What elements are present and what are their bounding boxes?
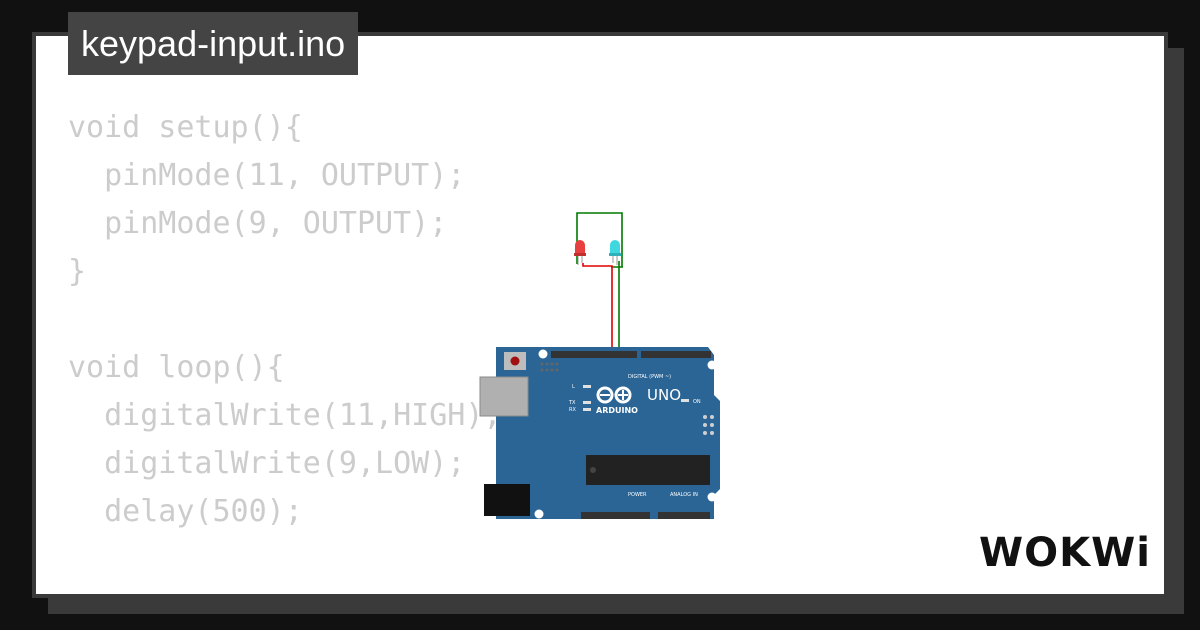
led-red[interactable] <box>574 240 586 265</box>
on-label: ON <box>693 399 701 405</box>
arduino-logo-icon <box>596 386 632 404</box>
code-line: delay(500); <box>68 494 303 529</box>
reset-button[interactable] <box>504 352 526 370</box>
code-line: void loop(){ <box>68 350 285 385</box>
preview-card: void setup(){ pinMode(11, OUTPUT); pinMo… <box>32 32 1168 598</box>
board-brand: ARDUINO <box>596 406 638 415</box>
power-label: POWER <box>628 492 647 498</box>
brand-name: WOKWi <box>979 530 1151 576</box>
code-line: pinMode(11, OUTPUT); <box>68 158 466 193</box>
analog-header <box>658 512 710 519</box>
code-line: digitalWrite(11,HIGH); <box>68 398 502 433</box>
digital-label: DIGITAL (PWM ~) <box>628 374 671 380</box>
wire-red <box>582 263 613 355</box>
power-header <box>581 512 650 519</box>
analog-label: ANALOG IN <box>670 492 698 498</box>
digital-header-left <box>551 351 637 358</box>
microcontroller-chip <box>586 455 710 485</box>
code-line: digitalWrite(9,LOW); <box>68 446 466 481</box>
code-line <box>68 296 501 344</box>
board-model: UNO <box>647 386 681 404</box>
wokwi-logo: WOKWi <box>979 530 1151 576</box>
code-line: } <box>68 254 87 289</box>
power-jack <box>484 484 530 516</box>
rx-label: RX <box>569 407 576 413</box>
wire-green <box>576 212 623 268</box>
arduino-uno-board[interactable]: UNO ARDUINO DIGITAL (PWM ~) ANALOG IN PO… <box>479 347 720 519</box>
usb-port <box>479 376 529 417</box>
filename-tab: keypad-input.ino <box>68 12 359 75</box>
code-line: pinMode(9, OUTPUT); <box>68 206 448 241</box>
led-cyan[interactable] <box>609 240 621 265</box>
circuit-diagram: UNO ARDUINO DIGITAL (PWM ~) ANALOG IN PO… <box>479 212 720 519</box>
digital-header-right <box>641 351 711 358</box>
l-label: L <box>572 384 575 390</box>
code-line: void setup(){ <box>68 110 303 145</box>
code-listing: void setup(){ pinMode(11, OUTPUT); pinMo… <box>68 104 502 594</box>
code-line <box>68 536 501 584</box>
tx-label: TX <box>568 400 576 406</box>
code-line: digitalWrite(9,HIGH); <box>68 584 501 594</box>
